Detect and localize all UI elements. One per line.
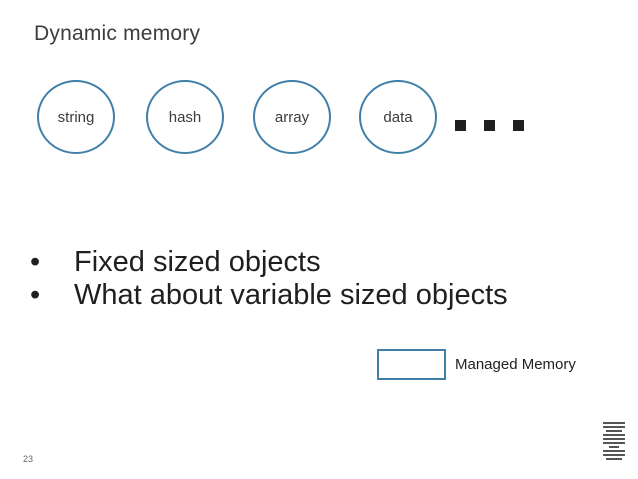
object-label: hash (168, 108, 202, 126)
legend-label: Managed Memory (455, 356, 576, 373)
bullet-text: Fixed sized objects (74, 246, 321, 278)
ellipsis-dot (513, 120, 524, 131)
bullet-item: •Fixed sized objects (30, 246, 321, 278)
slide-title: Dynamic memory (34, 22, 201, 45)
bullet-text: What about variable sized objects (74, 279, 508, 311)
object-label: string (57, 108, 95, 126)
ibm-logo (603, 422, 625, 460)
object-circle-hash: hash (146, 80, 224, 154)
bullet-list: •Fixed sized objects •What about variabl… (30, 246, 508, 312)
page-number: 23 (23, 454, 34, 464)
object-label: data (383, 108, 413, 126)
object-circle-string: string (37, 80, 115, 154)
bullet-item: •What about variable sized objects (30, 279, 508, 311)
object-label: array (274, 108, 310, 126)
legend-swatch (377, 349, 446, 380)
object-circle-data: data (359, 80, 437, 154)
ellipsis-dot (455, 120, 466, 131)
ellipsis-dot (484, 120, 495, 131)
object-circle-array: array (253, 80, 331, 154)
ellipsis-icon (455, 120, 524, 131)
